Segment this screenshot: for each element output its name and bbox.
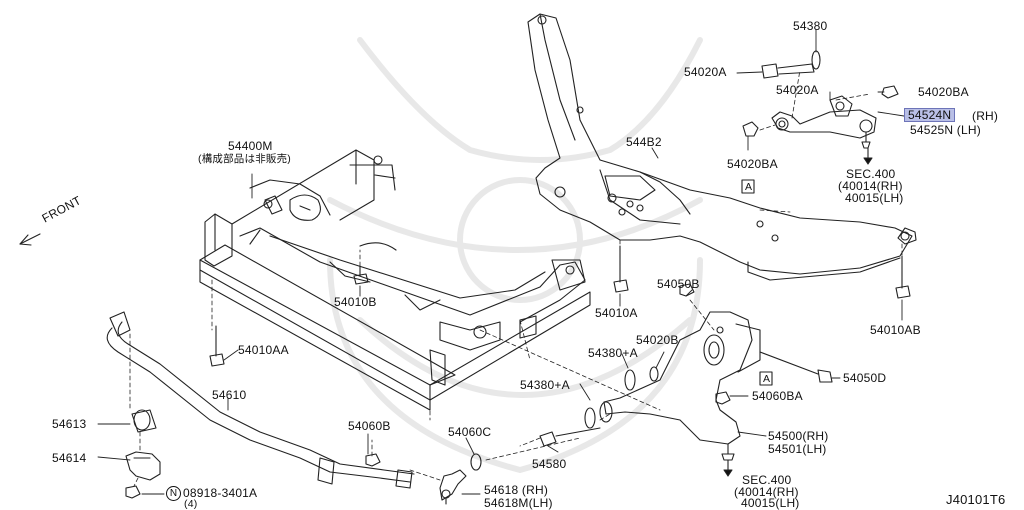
label-54020B: 54020B [636,333,679,347]
diagram-code: J40101T6 [946,492,1006,507]
label-54060BA: 54060BA [752,389,803,403]
label-08918-qty: (4) [184,498,198,510]
ref-box-a-2 [759,371,773,386]
nut-54020BA [742,85,899,137]
label-54618M: 54618M(LH) [484,496,553,510]
label-54020A-arm: 54020A [776,83,819,97]
label-54380-top: 54380 [793,19,828,33]
label-54060B: 54060B [348,419,391,433]
dashed-guide-lines [129,69,903,487]
label-54010A: 54010A [595,306,638,320]
bolt-54580 [539,427,601,447]
label-54613: 54613 [52,417,87,431]
rear-subframe-54400M [199,149,591,411]
label-54524N[interactable]: 54524N [904,108,956,122]
washer-54060C [470,453,482,471]
label-54380A-1: 54380+A [588,346,638,360]
bolt-54020A-top [761,50,821,79]
bolt-54010AB [895,255,911,299]
label-sec400-bottom-rh: (40014(RH) [734,485,799,499]
label-54500: 54500(RH) [768,429,829,443]
label-54020BA-top: 54020BA [918,85,969,99]
upper-link-54524N [771,95,877,149]
label-sec400-top: SEC.400 [846,167,896,181]
label-54580: 54580 [532,457,567,471]
nut-54050B [679,283,695,297]
connecting-rod-54618 [439,469,467,505]
washer-54380A [584,366,659,429]
label-54525N: 54525N (LH) [910,123,981,137]
label-08918: 08918-3401A [183,486,258,500]
clamp-54614 [125,451,161,481]
ref-a-2: A [763,373,771,385]
nut-54060BA [715,391,731,405]
bushing-54613 [131,409,157,433]
ref-a-1: A [745,181,753,193]
label-54050B: 54050B [657,277,700,291]
bolt-54010A [613,245,629,293]
nut-54060B [365,453,381,467]
watermark-emblem [327,37,703,473]
nut-08918 [125,485,141,499]
bolt-54010B [353,265,369,285]
label-54060C: 54060C [448,425,492,439]
sec-arrow-top [863,147,873,165]
label-54380A-2: 54380+A [520,378,570,392]
label-544B2: 544B2 [626,135,662,149]
label-54610: 54610 [212,388,247,402]
lower-arm-54500 [603,311,761,461]
label-54010B: 54010B [334,295,377,309]
label-sec400-bottom: SEC.400 [742,473,792,487]
label-54614: 54614 [52,451,87,465]
stabilizer-bar-54610 [106,311,415,489]
label-54050D: 54050D [843,371,887,385]
label-54618: 54618 (RH) [484,483,549,497]
front-suspension-member-544B2 [527,13,917,281]
label-54020A-top: 54020A [684,65,727,79]
leader-lines [97,29,905,495]
front-arrow-icon [19,233,41,246]
sec-arrow-bottom [723,459,733,477]
label-sec400-bottom-lh: 40015(LH) [741,496,800,510]
ref-box-a-1 [741,179,755,194]
label-sec400-top-rh: (40014(RH) [838,179,903,193]
bolt-54050D [759,351,833,383]
label-54501: 54501(LH) [768,442,827,456]
label-54400M-note: (構成部品は非販売) [198,153,291,165]
label-sec400-top-lh: 40015(LH) [845,191,904,205]
bolt-54010AA [209,325,225,367]
label-54010AA: 54010AA [238,343,289,357]
label-54010AB: 54010AB [870,323,921,337]
label-54524N-side: (RH) [972,109,999,123]
label-54020BA-low: 54020BA [727,157,778,171]
label-08918-circle: N [166,486,181,501]
label-54400M: 54400M [228,139,273,153]
